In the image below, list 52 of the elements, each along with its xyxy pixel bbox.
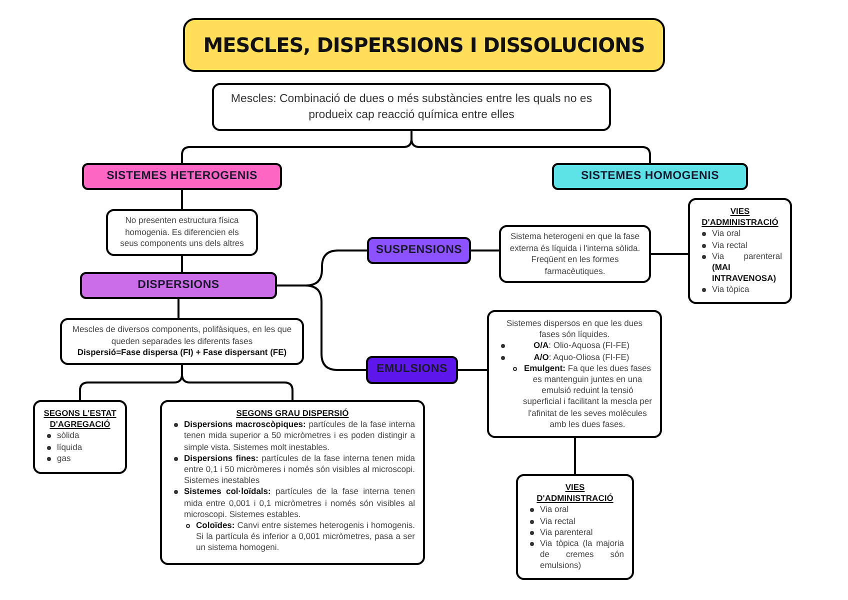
description-box (106, 209, 258, 256)
list-item: Via tòpica (la majoria de cremes són emulsions) (540, 538, 624, 572)
list-item: Sistemes col·loïdals: partícules de la fase interna tenen mida entre 0,001 i 0,1 micròmetres i només són visibles al microscopi. Sistemes estables. (184, 486, 415, 520)
connector-line (651, 253, 688, 255)
info-box (688, 198, 792, 304)
category-box: SUSPENSIONS (367, 237, 471, 264)
info-box (160, 400, 425, 565)
list-item: sòlida (57, 430, 80, 442)
list-item: Dispersions macroscòpiques: partícules de la fase interna tenen mida superior a 50 micròmetres i es poden distingir a simple vista. Sistemes molt inestables. (184, 419, 415, 453)
category-box: EMULSIONS (366, 356, 458, 384)
list-item: O/A: Olio-Aquosa (FI-FE) (532, 340, 630, 352)
connector-line (574, 438, 576, 474)
connector-line (178, 299, 180, 318)
list-item: Via tòpica (712, 284, 750, 296)
info-box (487, 310, 662, 438)
box-heading: VIES D'ADMINISTRACIÓ (536, 482, 614, 504)
description-text: Mescles: Combinació de dues o més substàncies entre les quals no es produeix cap reacció química entre elles (230, 92, 594, 123)
connector-line (277, 284, 366, 371)
connector-line (458, 369, 487, 371)
description-text: Mescles de diversos components, polifàsiques, en les que queden separades les diferents fases (71, 324, 293, 347)
box-heading: SEGONS GRAU DISPERSIÓ (235, 408, 350, 420)
list-item: Via oral (712, 228, 742, 240)
category-box: DISPERSIONS (80, 272, 277, 299)
connector-line (181, 190, 183, 209)
connector-line (471, 250, 499, 252)
connector-line (410, 131, 651, 163)
info-box (33, 400, 127, 474)
list-item: gas (57, 452, 72, 464)
box-heading: SEGONS L'ESTAT D'AGREGACIÓ (43, 408, 117, 430)
connector-line (181, 256, 183, 272)
title-banner: MESCLES, DISPERSIONS I DISSOLUCIONS (183, 18, 665, 72)
box-heading: VIES D'ADMINISTRACIÓ (700, 206, 780, 228)
list-item: líquida (57, 442, 84, 453)
description-text: Dispersió=Fase dispersa (FI) + Fase dispersant (FE) (76, 347, 288, 358)
list-item: Via parenteral (MAI INTRAVENOSA) (712, 250, 782, 284)
list-item: Via rectal (540, 516, 576, 527)
description-box (499, 225, 651, 283)
list-item: Via oral (540, 504, 570, 516)
description-box (60, 318, 304, 364)
category-box: SISTEMES HOMOGENIS (552, 163, 748, 190)
category-box: SISTEMES HETEROGENIS (82, 163, 282, 190)
description-text: Sistemes dispersos en que les dues fases són líquides. (505, 318, 644, 340)
description-box (212, 83, 611, 131)
description-text: No presenten estructura física homogenia. Es diferencien els seus components uns dels altres (119, 215, 245, 250)
list-item: Emulgent: Fa que les dues fases es mantenguin juntes en una emulsió reduint la tensió superficial i facilitant la mescla per l'afinitat de les seves molècules amb les dues fases. (523, 362, 652, 430)
list-item: Via parenteral (540, 526, 594, 538)
list-item: Coloïdes: Canvi entre sistemes heterogenis i homogenis. Si la partícula és inferior a 0,001 micròmetres, pasa a ser un sistema homogeni. (196, 520, 415, 554)
info-box (516, 474, 634, 580)
connector-line (181, 365, 294, 400)
list-item: A/O: Aquo-Oliosa (FI-FE) (532, 352, 630, 363)
list-item: Via rectal (712, 240, 748, 251)
description-text: Sistema heterogeni en que la fase externa és líquida i l'interna sòlida. Freqüent en les formes farmacèutiques. (509, 231, 641, 277)
